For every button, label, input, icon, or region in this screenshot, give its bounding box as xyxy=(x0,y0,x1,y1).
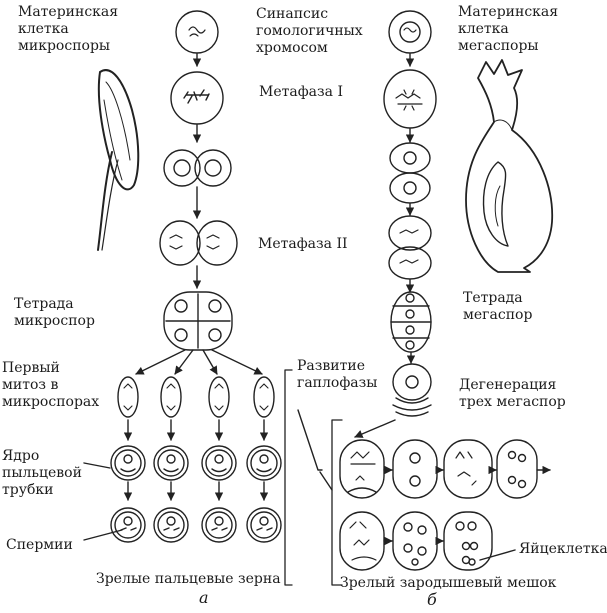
anther-sketch xyxy=(97,69,140,251)
label-mature-embryo-sac: Зрелый зародышевый мешок xyxy=(340,575,557,591)
label-megaspore-tetrad: Тетрада мегаспор xyxy=(463,290,533,323)
dyad-left xyxy=(163,149,232,187)
embryo-sac-row-2 xyxy=(339,511,493,571)
microspore-tetrad xyxy=(163,291,233,351)
arrow xyxy=(354,419,396,438)
label-part-b: б xyxy=(427,590,437,609)
megaspore-mother-cell xyxy=(388,10,432,54)
mature-pollen-row xyxy=(110,507,282,543)
metaphase-2-cells-left xyxy=(159,220,238,266)
embryo-sac-row-1 xyxy=(339,439,538,499)
pointer-tube-nucleus xyxy=(83,462,111,469)
label-sperm: Спермии xyxy=(6,537,73,553)
pointer-sperm xyxy=(83,529,123,541)
label-microspore-tetrad: Тетрада микроспор xyxy=(14,296,95,329)
label-microspore-mother-cell: Материнская клетка микроспоры xyxy=(18,4,119,54)
arrow xyxy=(135,349,186,375)
haplophase-brackets xyxy=(284,369,343,586)
metaphase-2-cells-right xyxy=(388,215,432,280)
label-tube-nucleus: Ядро пыльцевой трубки xyxy=(2,448,82,498)
microspore-mother-cell xyxy=(175,10,219,54)
pointer-egg xyxy=(479,549,516,561)
microspore-mitosis-row xyxy=(117,376,275,418)
label-synapsis: Синапсис гомологичных хромосом xyxy=(256,6,363,56)
ovule-sketch xyxy=(465,59,554,273)
label-degeneration: Дегенерация трех мегаспор xyxy=(459,377,566,410)
metaphase-1-cell-left xyxy=(170,71,224,125)
arrow xyxy=(211,349,263,375)
label-metaphase-2: Метафаза II xyxy=(258,236,348,252)
label-megaspore-mother-cell: Материнская клетка мегаспоры xyxy=(458,4,559,54)
degenerating-megaspores xyxy=(392,363,432,417)
dyad-right xyxy=(389,142,431,204)
young-pollen-row xyxy=(110,445,282,481)
label-metaphase-1: Метафаза I xyxy=(259,84,343,100)
metaphase-1-cell-right xyxy=(383,69,437,129)
megaspore-tetrad xyxy=(390,291,432,353)
arrow xyxy=(174,349,194,375)
label-first-mitosis: Первый митоз в микроспорах xyxy=(2,360,100,410)
label-part-a: а xyxy=(199,588,209,607)
arrow xyxy=(202,349,218,375)
label-haplophase-development: Развитие гаплофазы xyxy=(297,358,378,391)
label-mature-pollen: Зрелые пальцевые зерна xyxy=(96,571,281,587)
label-egg-cell: Яйцеклетка xyxy=(519,541,607,557)
